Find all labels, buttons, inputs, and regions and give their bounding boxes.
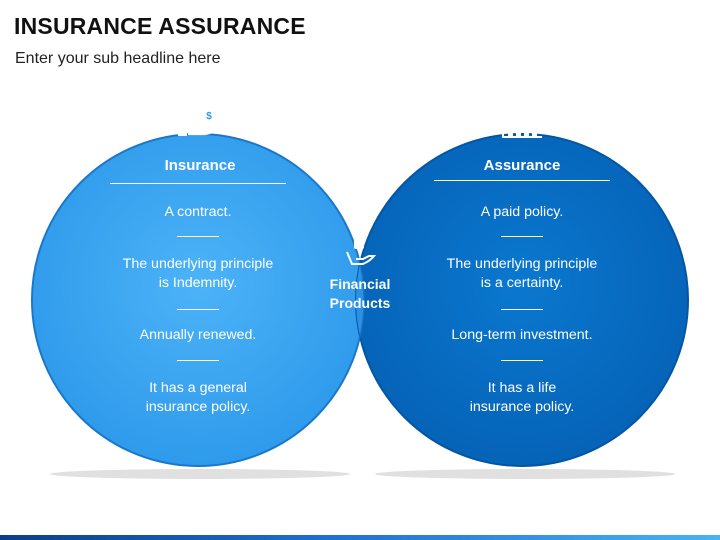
insurance-divider [110,183,286,184]
insurance-heading: Insurance [164,157,236,174]
financial-products-label: Financial Products [329,276,391,311]
assurance-item-3: Long-term investment. [451,327,593,343]
left-circle-shadow [50,469,350,479]
assurance-separator-3 [501,360,543,361]
assurance-separator-2 [501,309,543,310]
coin-hand-icon [346,240,377,265]
page-subtitle: Enter your sub headline here [15,50,221,67]
svg-text:$: $ [206,111,212,122]
assurance-heading: Assurance [483,157,561,174]
insurance-item-2: The underlying principle is Indemnity. [122,256,274,291]
right-circle-shadow [375,469,675,479]
insurance-item-1: A contract. [164,204,232,220]
money-bag-hand-icon: $ [178,104,222,136]
insurance-item-3: Annually renewed. [139,327,257,343]
insurance-separator-3 [177,360,219,361]
insurance-item-4: It has a general insurance policy. [145,380,251,415]
bar-chart-icon [502,108,542,138]
footer-accent-bar [0,535,720,540]
assurance-divider [434,180,610,181]
assurance-separator-1 [501,236,543,237]
assurance-item-1: A paid policy. [480,204,564,220]
page-title: INSURANCE ASSURANCE [14,13,306,39]
insurance-separator-1 [177,236,219,237]
assurance-item-2: The underlying principle is a certainty. [446,256,598,291]
insurance-separator-2 [177,309,219,310]
assurance-item-4: It has a life insurance policy. [469,380,575,415]
